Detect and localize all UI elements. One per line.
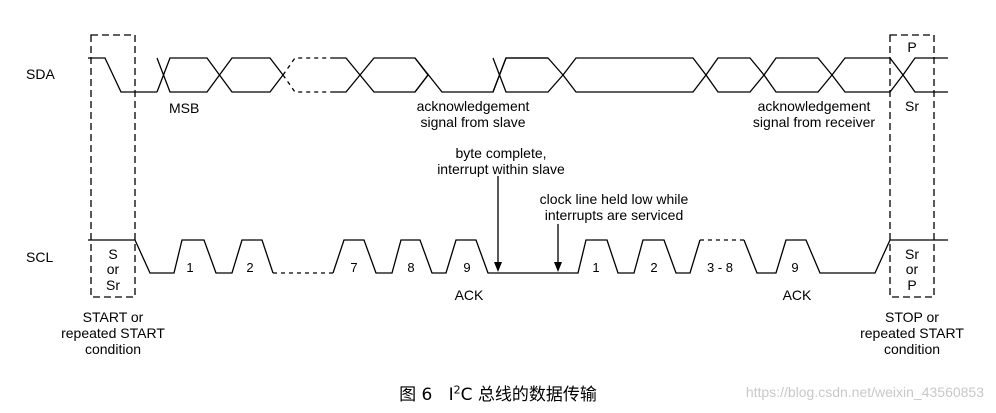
clock-number: 8	[407, 260, 414, 275]
ack-slave-line1: acknowledgement	[417, 98, 530, 114]
start-box-or: or	[107, 261, 120, 277]
scl-label: SCL	[26, 249, 53, 265]
stop-box-p: P	[907, 277, 916, 293]
clock-held-line1: clock line held low while	[540, 191, 689, 207]
stop-condition-box	[889, 34, 935, 298]
stop-p-label: P	[907, 39, 916, 55]
start-condition-line2: repeated START	[61, 325, 165, 341]
clock-held-line2: interrupts are serviced	[545, 207, 684, 223]
clock-number: 2	[650, 260, 657, 275]
start-condition-line1: START or	[83, 309, 144, 325]
start-box-s: S	[108, 246, 117, 262]
clock-number: 3 - 8	[707, 260, 733, 275]
watermark: https://blog.csdn.net/weixin_43560853	[745, 384, 984, 400]
stop-box-sr: Sr	[905, 246, 919, 262]
caption-i: I	[448, 385, 454, 405]
clock-number: 2	[246, 260, 253, 275]
stop-condition-line2: repeated START	[860, 325, 964, 341]
scl-waveform	[88, 239, 948, 274]
clock-number: 9	[463, 260, 470, 275]
ack-slave-line2: signal from slave	[420, 114, 525, 130]
byte-complete-line1: byte complete,	[455, 145, 546, 161]
stop-box-or: or	[906, 261, 919, 277]
ack-receiver-line1: acknowledgement	[758, 98, 871, 114]
stop-condition-line1: STOP or	[885, 309, 939, 325]
i2c-timing-diagram: SDA SCL MSB acknowledgement signal from …	[26, 34, 964, 357]
ack-receiver-line2: signal from receiver	[753, 114, 875, 130]
clock-number: 7	[350, 260, 357, 275]
caption-rest: C 总线的数据传输	[460, 385, 597, 405]
start-condition-box	[90, 34, 136, 298]
clock-held-arrowhead	[554, 262, 562, 272]
start-condition-line3: condition	[85, 341, 141, 357]
figure-caption: 图 6 I2C 总线的数据传输	[0, 380, 996, 405]
stop-sr-label: Sr	[905, 98, 919, 114]
msb-label: MSB	[169, 100, 199, 116]
start-box-sr: Sr	[106, 277, 120, 293]
stop-condition-line3: condition	[884, 341, 940, 357]
ack-label-first: ACK	[455, 287, 484, 303]
caption-sup: 2	[453, 383, 461, 397]
sda-waveform	[88, 57, 948, 93]
clock-number: 9	[791, 260, 798, 275]
sda-label: SDA	[26, 66, 55, 82]
caption-prefix: 图 6	[399, 385, 433, 405]
clock-number: 1	[592, 260, 599, 275]
clock-number: 1	[186, 260, 193, 275]
ack-label-second: ACK	[783, 287, 812, 303]
byte-complete-arrowhead	[494, 262, 502, 272]
byte-complete-line2: interrupt within slave	[437, 161, 565, 177]
